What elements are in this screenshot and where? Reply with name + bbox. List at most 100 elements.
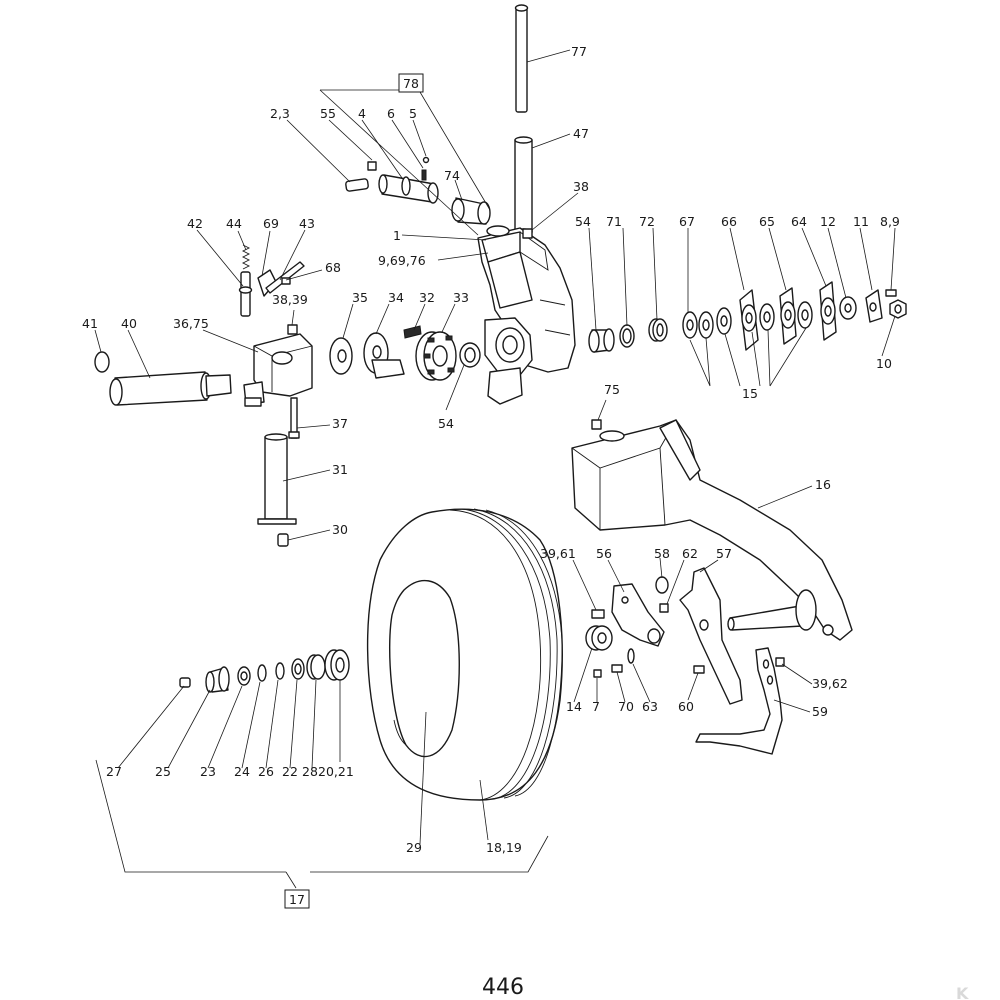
callout-72: 72 — [639, 214, 655, 229]
washer-63 — [627, 648, 635, 664]
callout-36-75: 36,75 — [173, 316, 209, 331]
callout-7: 7 — [592, 699, 600, 714]
bolt-6 — [421, 169, 427, 181]
callout-40: 40 — [121, 316, 137, 331]
assembly-78-text: 78 — [403, 76, 419, 91]
callout-47: 47 — [573, 126, 589, 141]
fork-arm-16 — [571, 419, 853, 641]
brand-logo: K — [950, 984, 994, 1000]
callout-31: 31 — [332, 462, 348, 477]
callout-22: 22 — [282, 764, 298, 779]
callout-9-69-76: 9,69,76 — [378, 253, 426, 268]
stub-axle — [727, 589, 817, 631]
callout-6: 6 — [387, 106, 395, 121]
screw-30 — [277, 533, 289, 547]
callout-27: 27 — [106, 764, 122, 779]
clamp-block-36-75 — [243, 333, 313, 407]
latch-pin-42 — [238, 271, 253, 317]
pin-2-3 — [345, 178, 369, 192]
callout-54-bottom: 54 — [438, 416, 454, 431]
callout-5: 5 — [409, 106, 417, 121]
callout-65: 65 — [759, 214, 775, 229]
washer-26 — [275, 662, 285, 680]
callout-labels: 77 47 38 2,3 55 4 6 5 74 1 9,69,76 42 44… — [82, 44, 900, 855]
callout-55: 55 — [320, 106, 336, 121]
bolt-37 — [288, 397, 300, 439]
leader-lines — [94, 49, 896, 889]
callout-39-62: 39,62 — [812, 676, 848, 691]
bolt-60 — [693, 665, 705, 674]
callout-64: 64 — [791, 214, 807, 229]
bushing-74 — [451, 197, 491, 225]
callout-71: 71 — [606, 214, 622, 229]
bushing-54 — [588, 328, 615, 353]
callout-69: 69 — [263, 216, 279, 231]
nut-10 — [889, 299, 907, 319]
callout-30: 30 — [332, 522, 348, 537]
bolt-70 — [611, 664, 623, 673]
tyre-18-19 — [366, 508, 563, 801]
callout-56: 56 — [596, 546, 612, 561]
callout-62: 62 — [682, 546, 698, 561]
ring-71 — [619, 324, 635, 348]
callout-39-61: 39,61 — [540, 546, 576, 561]
callout-57: 57 — [716, 546, 732, 561]
assembly-label-78: 78 — [398, 73, 424, 93]
sleeve-47 — [514, 136, 533, 236]
nut-62 — [659, 603, 669, 613]
callout-12: 12 — [820, 214, 836, 229]
bearing-33 — [415, 331, 457, 381]
grease-nipple-55 — [367, 161, 377, 171]
callout-67: 67 — [679, 214, 695, 229]
callout-37: 37 — [332, 416, 348, 431]
spring-44 — [241, 244, 251, 270]
callout-66: 66 — [721, 214, 737, 229]
page-number: 446 — [482, 975, 524, 1000]
callout-42: 42 — [187, 216, 203, 231]
shaft-4 — [378, 174, 439, 204]
scraper-blade-59 — [695, 647, 783, 755]
cam-plate-34 — [363, 332, 405, 379]
callout-28: 28 — [302, 764, 318, 779]
callout-23: 23 — [200, 764, 216, 779]
callout-10: 10 — [876, 356, 892, 371]
callout-60: 60 — [678, 699, 694, 714]
bolt-38-39 — [287, 324, 298, 335]
callout-54-top: 54 — [575, 214, 591, 229]
callout-15: 15 — [742, 386, 758, 401]
washer-35 — [329, 337, 353, 375]
callout-14: 14 — [566, 699, 582, 714]
assembly-label-17: 17 — [284, 889, 310, 909]
callout-18-19: 18,19 — [486, 840, 522, 855]
callout-75: 75 — [604, 382, 620, 397]
bearing-22 — [291, 658, 305, 680]
callout-29: 29 — [406, 840, 422, 855]
grease-nipple-75 — [591, 419, 602, 430]
swivel-head-1 — [459, 225, 576, 405]
callout-38-top: 38 — [573, 179, 589, 194]
callout-44: 44 — [226, 216, 242, 231]
callout-35: 35 — [352, 290, 368, 305]
seal-28 — [306, 654, 326, 680]
callout-70: 70 — [618, 699, 634, 714]
callout-4: 4 — [358, 106, 366, 121]
scraper-bracket-57 — [679, 567, 743, 705]
bush-58 — [655, 576, 669, 594]
nut-38 — [522, 228, 533, 239]
callout-34: 34 — [388, 290, 404, 305]
bearing-20-21 — [324, 649, 350, 681]
lock-plate-11 — [865, 289, 883, 323]
callout-63: 63 — [642, 699, 658, 714]
callout-58: 58 — [654, 546, 670, 561]
bolt-8-9 — [885, 289, 897, 297]
callout-24: 24 — [234, 764, 250, 779]
callout-74: 74 — [444, 168, 460, 183]
callout-25: 25 — [155, 764, 171, 779]
callout-38-39: 38,39 — [272, 292, 308, 307]
bracket-56 — [611, 583, 665, 647]
axle-tube-40 — [109, 371, 232, 406]
nipple-5 — [422, 156, 430, 164]
callout-16: 16 — [815, 477, 831, 492]
callout-77: 77 — [571, 44, 587, 59]
